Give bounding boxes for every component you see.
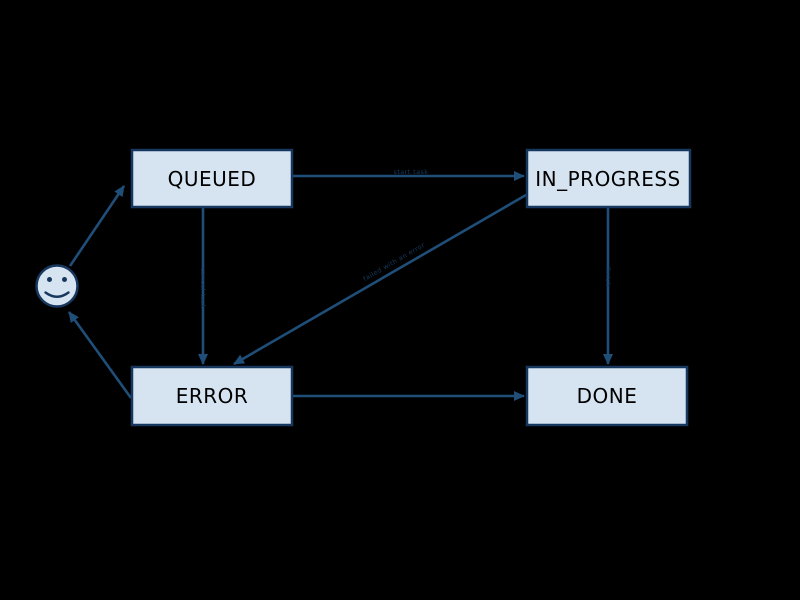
node-error-label: ERROR	[176, 384, 249, 408]
edge-label-queued-to-in-progress: start task	[394, 168, 429, 176]
node-queued: QUEUED	[130, 148, 294, 209]
node-initial-state	[35, 264, 79, 308]
edge-error-to-initial	[67, 311, 133, 399]
edge-label-in-progress-to-done: finish	[604, 267, 612, 287]
edge-in-progress-to-error	[233, 193, 527, 366]
smiley-face-icon	[35, 264, 79, 308]
node-in-progress: IN_PROGRESS	[525, 148, 692, 209]
edge-label-in-progress-to-error: failed with an error	[362, 241, 426, 283]
node-queued-box	[130, 148, 294, 209]
node-done-box	[525, 365, 689, 427]
node-error: ERROR	[130, 365, 294, 427]
node-done: DONE	[525, 365, 689, 427]
edge-label-queued-to-error: cancel task	[199, 267, 207, 308]
smiley-left-eye	[47, 277, 52, 282]
node-error-box	[130, 365, 294, 427]
node-in-progress-box	[525, 148, 692, 209]
smiley-mouth	[44, 291, 70, 298]
edge-initial-to-queued	[68, 185, 126, 267]
smiley-right-eye	[62, 277, 67, 282]
node-queued-label: QUEUED	[168, 167, 257, 191]
node-done-label: DONE	[577, 384, 638, 408]
node-in-progress-label: IN_PROGRESS	[535, 167, 680, 191]
